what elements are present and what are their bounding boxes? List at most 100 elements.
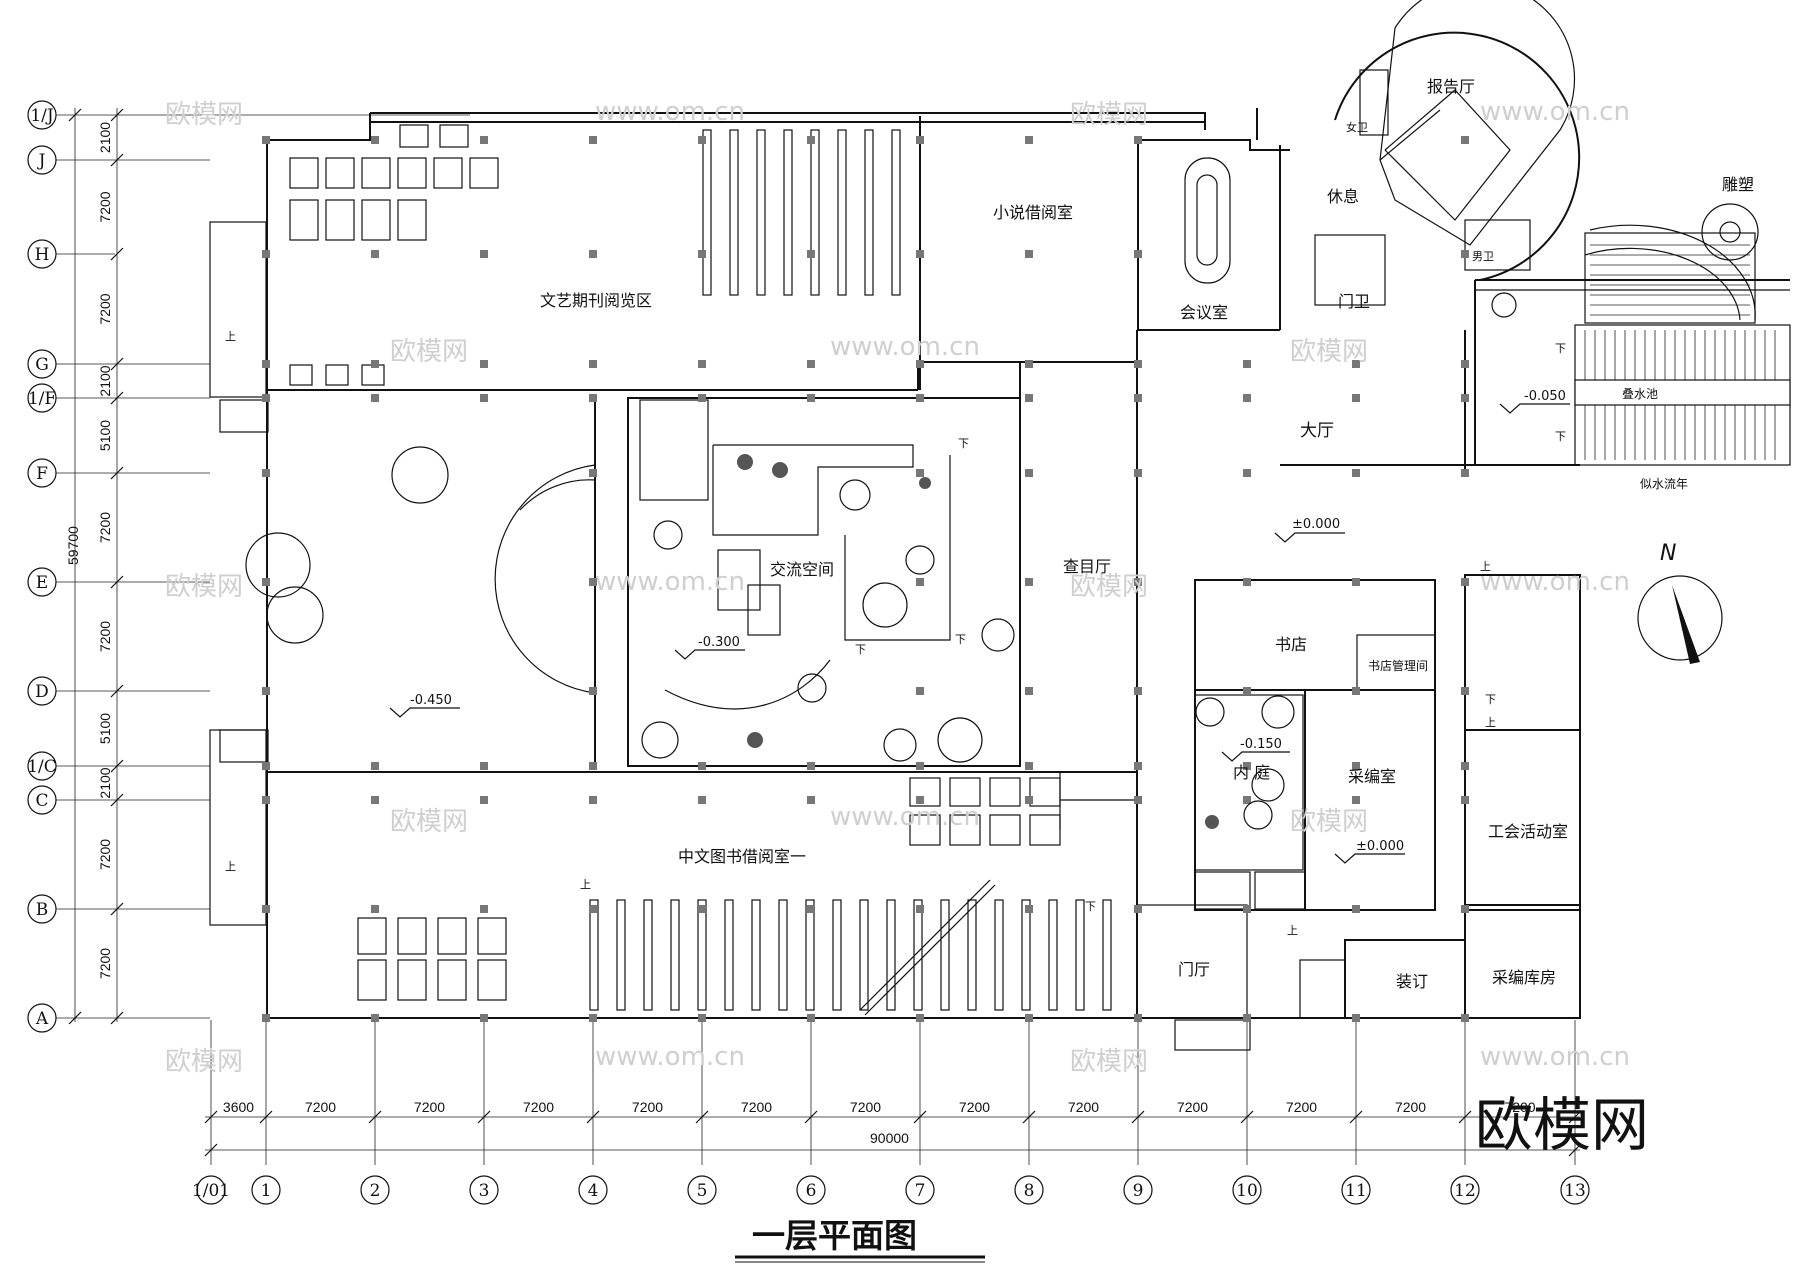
axis-label: 10: [1236, 1181, 1258, 1201]
axis-bubble: [27, 349, 57, 379]
column: [262, 762, 270, 770]
level-west: -0.450: [410, 693, 452, 708]
column: [1025, 394, 1033, 402]
room-catalog-label: 查目厅: [1063, 557, 1111, 576]
axis-label: 5: [697, 1181, 708, 1201]
axis-bubble: [796, 1175, 826, 1205]
column: [480, 136, 488, 144]
column: [807, 1014, 815, 1022]
column: [807, 394, 815, 402]
column: [262, 687, 270, 695]
axis-label: 4: [588, 1181, 599, 1201]
column: [1461, 1014, 1469, 1022]
room-rest-label: 休息: [1327, 187, 1359, 206]
column: [916, 796, 924, 804]
watermark-url: www.om.cn: [1480, 97, 1630, 127]
watermarks: 欧模网 欧模网 欧模网 欧模网 欧模网 欧模网 欧模网 欧模网 欧模网 欧模网 …: [165, 97, 1630, 1077]
column: [1243, 469, 1251, 477]
column: [1134, 360, 1142, 368]
dimension-text: 3600: [223, 1099, 254, 1115]
axis-label: J: [37, 151, 46, 171]
drawing-title: 一层平面图: [752, 1216, 917, 1255]
column: [1461, 250, 1469, 258]
column: [1352, 394, 1360, 402]
total-dimension-horizontal: 90000: [870, 1130, 909, 1146]
column: [1025, 905, 1033, 913]
column: [589, 394, 597, 402]
column: [589, 469, 597, 477]
column: [698, 796, 706, 804]
axis-bubble: [578, 1175, 608, 1205]
column: [807, 796, 815, 804]
column: [1025, 136, 1033, 144]
watermark-url: www.om.cn: [1480, 1042, 1630, 1072]
column: [371, 360, 379, 368]
column: [1243, 578, 1251, 586]
axis-bubble: [1341, 1175, 1371, 1205]
dimension-text: 2100: [97, 365, 113, 396]
dimension-text: 7200: [741, 1099, 772, 1115]
watermark-text: 欧模网: [1070, 1047, 1148, 1077]
room-reading1-label: 中文图书借阅室一: [678, 847, 806, 866]
dimension-text: 7200: [1504, 1099, 1535, 1115]
column: [1461, 136, 1469, 144]
watermark-logo: 欧模网: [1475, 1091, 1649, 1159]
watermark-url: www.om.cn: [830, 802, 980, 832]
stair-up-mark: 上: [1287, 924, 1298, 937]
level-editing: ±0.000: [1356, 839, 1404, 854]
column: [1243, 905, 1251, 913]
column: [1134, 796, 1142, 804]
horizontal-axis-lines: [52, 114, 470, 1019]
axis-label: A: [35, 1009, 49, 1029]
column: [1134, 469, 1142, 477]
stair-down-mark: 下: [955, 633, 966, 646]
axis-label: F: [36, 464, 48, 484]
column: [371, 250, 379, 258]
watermark-url: www.om.cn: [1480, 567, 1630, 597]
axis-bubble: [1232, 1175, 1262, 1205]
column: [589, 360, 597, 368]
column: [262, 136, 270, 144]
dimension-text: 7200: [414, 1099, 445, 1115]
column: [807, 905, 815, 913]
column: [480, 905, 488, 913]
column: [589, 687, 597, 695]
watermark-url: www.om.cn: [830, 332, 980, 362]
stair-down-mark: 下: [1555, 430, 1566, 443]
axis-bubble: [27, 751, 57, 781]
watermark-text: 欧模网: [1290, 337, 1368, 367]
dimension-text: 2100: [97, 767, 113, 798]
column: [807, 762, 815, 770]
dimension-text: 7200: [305, 1099, 336, 1115]
column: [698, 905, 706, 913]
dimension-text: 7200: [632, 1099, 663, 1115]
level-marks: ±0.000 -0.050 -0.450 -0.300 -0.150 ±0.00…: [389, 389, 1570, 864]
room-novel-label: 小说借阅室: [993, 203, 1073, 222]
axis-label: C: [35, 791, 48, 811]
column: [1461, 687, 1469, 695]
dimension-text: 7200: [97, 621, 113, 652]
stair-down-mark: 下: [1085, 900, 1096, 913]
level-exchange: -0.300: [698, 635, 740, 650]
stair-up-mark: 上: [225, 330, 236, 343]
column: [262, 578, 270, 586]
column: [1134, 1014, 1142, 1022]
axis-bubble: [27, 894, 57, 924]
stair-up-mark: 上: [580, 878, 591, 891]
axis-bubble: [1560, 1175, 1590, 1205]
total-dimension-vertical: 59700: [65, 526, 81, 565]
axis-bubble: [27, 145, 57, 175]
column: [262, 905, 270, 913]
room-periodical-label: 文艺期刊阅览区: [540, 291, 652, 310]
column: [1025, 1014, 1033, 1022]
axis-bubble: [27, 785, 57, 815]
room-male-wc-label: 男卫: [1472, 250, 1494, 263]
watermark-text: 欧模网: [165, 100, 243, 130]
column: [807, 136, 815, 144]
stair-down-mark: 下: [1485, 693, 1496, 706]
column: [1352, 796, 1360, 804]
column: [1025, 687, 1033, 695]
column: [1134, 394, 1142, 402]
